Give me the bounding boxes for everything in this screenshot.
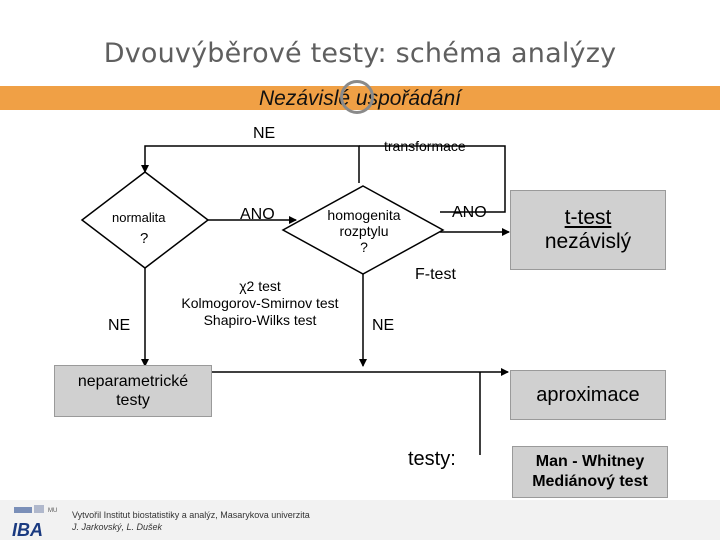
aproximace-label: aproximace [536,383,640,406]
normalita-diamond [80,171,210,269]
homogenita-line3: ? [360,239,368,255]
homogenita-line1: homogenita [327,207,401,223]
slide-title: Dvouvýběrové testy: schéma analýzy [103,38,617,69]
neparametricke-box: neparametrické testy [54,365,212,417]
footer-bar [0,500,720,540]
ttest-line1: t-test [564,206,612,229]
footer-authors: J. Jarkovský, L. Dušek [72,522,163,532]
homogenita-label: homogenita rozptylu ? [318,207,410,255]
homogenita-line2: rozptylu [339,223,389,239]
label-f-test: F-test [415,266,456,283]
normalita-question: ? [140,230,149,247]
man-whitney-box: Man - Whitney Mediánový test [512,446,668,498]
loop-line-right [359,145,506,213]
aproximace-box: aproximace [510,370,666,420]
homogenita-diamond [281,185,445,275]
label-ne-left: NE [108,317,131,334]
ttest-line2: nezávislý [544,230,632,253]
label-transformace: transformace [384,138,466,154]
loop-line-top [141,145,360,183]
ttest-box: t-test nezávislý [510,190,666,270]
testy-label: testy: [408,448,456,470]
band-circle-decoration [340,80,374,114]
footer-credits: Vytvořil Institut biostatistiky a analýz… [72,509,310,533]
label-ano-left: ANO [240,206,275,223]
neparametricke-line1: neparametrické [77,373,189,390]
normality-test-ks: Kolmogorov-Smirnov test [181,295,339,311]
label-ano-right: ANO [452,204,487,221]
label-ne-right: NE [372,317,395,334]
iba-logo: MU IBA [8,503,58,540]
logo-small-text: MU [48,508,57,514]
man-whitney-line2: Mediánový test [532,473,648,490]
normality-test-sw: Shapiro-Wilks test [203,312,317,328]
man-whitney-line1: Man - Whitney [535,453,645,470]
logo-text: IBA [12,520,43,539]
label-ne-top: NE [253,125,276,142]
normality-tests-list: χ2 test Kolmogorov-Smirnov test Shapiro-… [160,278,360,329]
normalita-label: normalita [112,210,166,225]
footer-line1: Vytvořil Institut biostatistiky a analýz… [72,510,310,520]
neparametricke-line2: testy [116,392,150,409]
normality-test-chi2: χ2 test [239,278,281,294]
